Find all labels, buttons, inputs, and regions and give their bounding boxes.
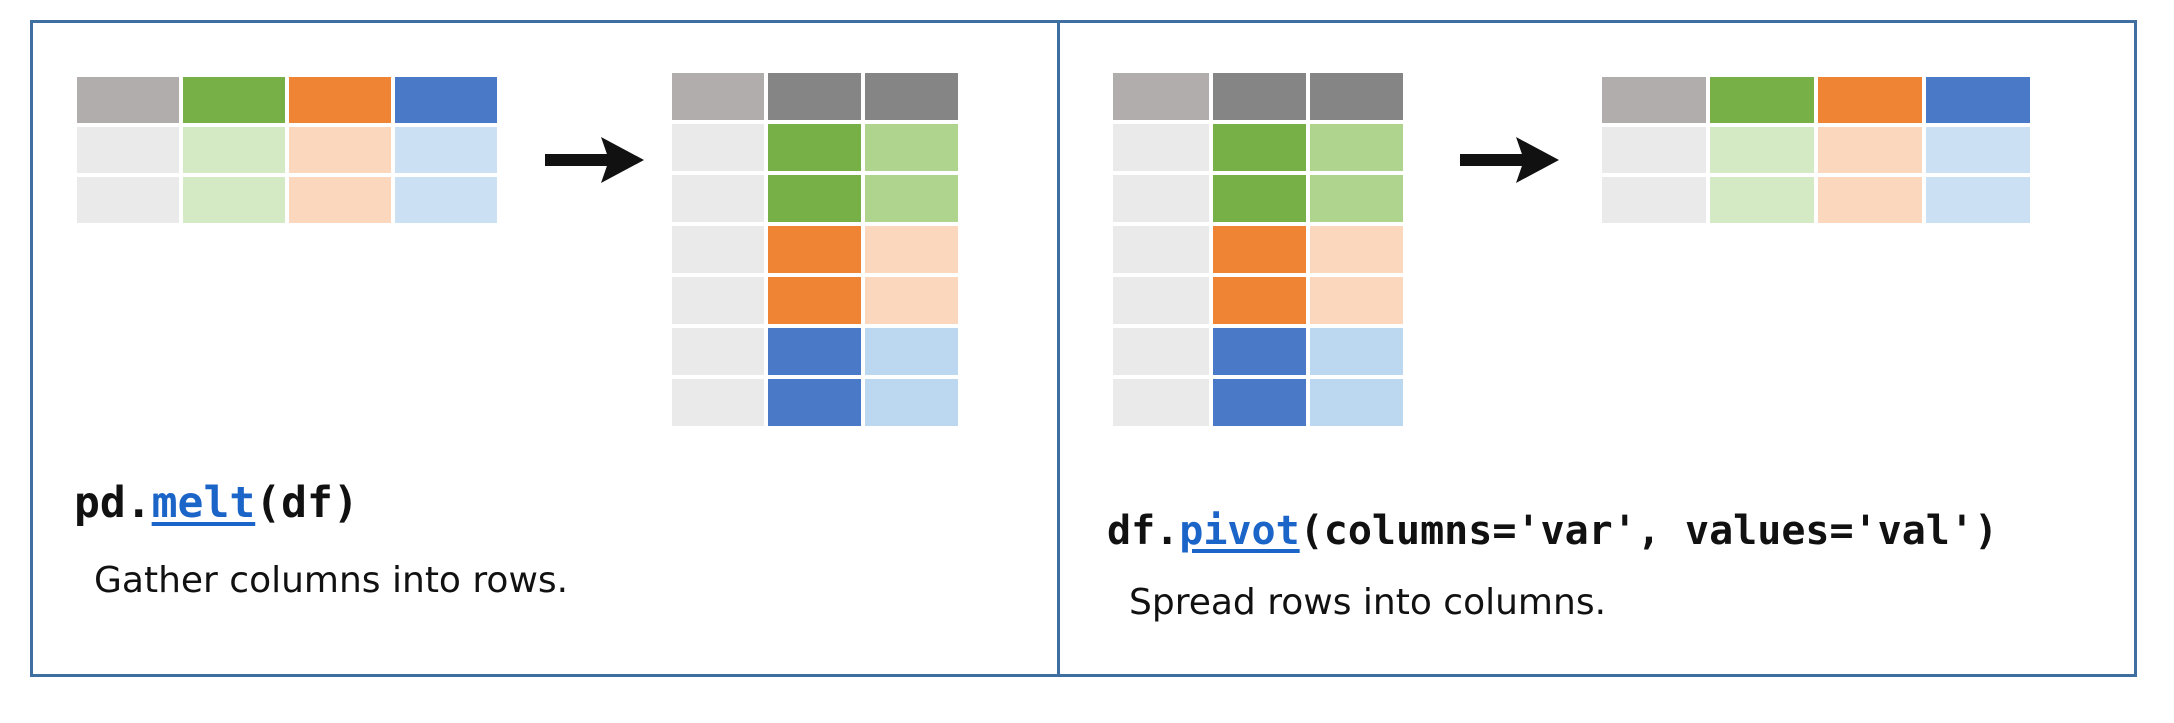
table-cell: [1310, 328, 1403, 375]
table-cell: [672, 328, 764, 375]
table-cell: [395, 127, 497, 173]
melt-description: Gather columns into rows.: [94, 560, 569, 601]
table-cell: [1602, 127, 1706, 173]
table-cell: [768, 124, 861, 171]
table-cell: [1213, 226, 1306, 273]
long-table-output: [672, 73, 958, 426]
table-cell: [865, 379, 958, 426]
table-cell: [1213, 124, 1306, 171]
table-header-cell: [672, 73, 764, 120]
table-cell: [183, 177, 285, 223]
table-cell: [865, 328, 958, 375]
table-cell: [1213, 379, 1306, 426]
table-cell: [672, 226, 764, 273]
pivot-code-prefix: df.: [1107, 508, 1180, 554]
table-cell: [77, 127, 179, 173]
table-header-cell: [865, 73, 958, 120]
table-cell: [1113, 226, 1209, 273]
table-cell: [1602, 177, 1706, 223]
table-cell: [1113, 124, 1209, 171]
pivot-code: df.pivot(columns='var', values='val'): [1107, 508, 1998, 554]
table-header-cell: [1310, 73, 1403, 120]
table-header-cell: [1710, 77, 1814, 123]
table-cell: [1213, 277, 1306, 324]
table-cell: [768, 175, 861, 222]
table-cell: [1310, 277, 1403, 324]
pivot-description: Spread rows into columns.: [1129, 582, 1607, 623]
table-cell: [77, 177, 179, 223]
melt-code: pd.melt(df): [74, 478, 359, 528]
table-cell: [1710, 127, 1814, 173]
table-cell: [1213, 175, 1306, 222]
wide-table-output: [1602, 77, 2030, 223]
melt-code-prefix: pd.: [74, 478, 152, 528]
table-header-cell: [183, 77, 285, 123]
table-header-cell: [289, 77, 391, 123]
table-cell: [1310, 226, 1403, 273]
table-cell: [768, 379, 861, 426]
wide-table-input: [77, 77, 497, 223]
right-arrow-icon: [1460, 137, 1559, 183]
melt-code-suffix: (df): [255, 478, 359, 528]
table-header-cell: [768, 73, 861, 120]
table-cell: [768, 226, 861, 273]
table-cell: [865, 226, 958, 273]
table-cell: [1213, 328, 1306, 375]
table-cell: [768, 328, 861, 375]
table-header-cell: [1213, 73, 1306, 120]
table-cell: [1818, 177, 1922, 223]
table-cell: [1310, 124, 1403, 171]
long-table-input: [1113, 73, 1403, 426]
table-cell: [1926, 127, 2030, 173]
table-cell: [672, 175, 764, 222]
table-cell: [672, 379, 764, 426]
table-header-cell: [395, 77, 497, 123]
table-cell: [865, 277, 958, 324]
table-cell: [865, 175, 958, 222]
pivot-function-link[interactable]: pivot: [1179, 508, 1300, 554]
table-header-cell: [1926, 77, 2030, 123]
table-cell: [183, 127, 285, 173]
table-cell: [1310, 175, 1403, 222]
table-cell: [768, 277, 861, 324]
table-header-cell: [1113, 73, 1209, 120]
table-cell: [1113, 328, 1209, 375]
pivot-code-suffix: (columns='var', values='val'): [1299, 508, 1999, 554]
table-cell: [289, 177, 391, 223]
table-header-cell: [1818, 77, 1922, 123]
table-cell: [1926, 177, 2030, 223]
table-cell: [672, 277, 764, 324]
melt-function-link[interactable]: melt: [151, 478, 256, 528]
table-cell: [395, 177, 497, 223]
table-cell: [1113, 277, 1209, 324]
table-cell: [1113, 175, 1209, 222]
table-cell: [1310, 379, 1403, 426]
table-cell: [865, 124, 958, 171]
table-header-cell: [77, 77, 179, 123]
table-cell: [289, 127, 391, 173]
table-cell: [1818, 127, 1922, 173]
table-cell: [672, 124, 764, 171]
table-header-cell: [1602, 77, 1706, 123]
right-arrow-icon: [545, 137, 644, 183]
table-cell: [1710, 177, 1814, 223]
table-cell: [1113, 379, 1209, 426]
